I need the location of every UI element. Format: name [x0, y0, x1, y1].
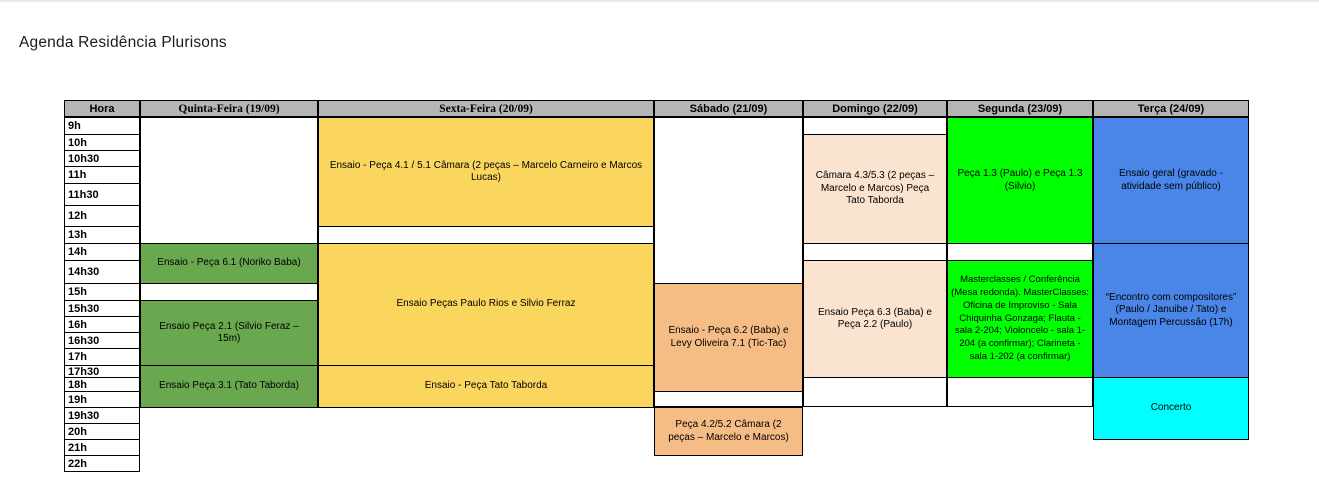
- hour-cell-19h30: 19h30: [64, 407, 140, 424]
- hour-cell-10h: 10h: [64, 134, 140, 151]
- hour-cell-15h: 15h: [64, 283, 140, 301]
- hour-cell-10h30: 10h30: [64, 150, 140, 167]
- day-header-sexta: Sexta-Feira (20/09): [318, 100, 654, 117]
- hour-cell-19h: 19h: [64, 391, 140, 408]
- hour-cell-11h30: 11h30: [64, 183, 140, 206]
- day-header-sabado: Sábado (21/09): [654, 100, 803, 117]
- event-cell-segunda-11: Masterclasses / Conferência (Mesa redond…: [947, 260, 1093, 378]
- hour-cell-15h30: 15h30: [64, 300, 140, 317]
- hour-cell-20h: 20h: [64, 423, 140, 440]
- event-cell-quinta-0: Ensaio - Peça 6.1 (Noriko Baba): [140, 243, 318, 284]
- event-cell-sabado-7: Peça 4.2/5.2 Câmara (2 peças – Marcelo e…: [654, 407, 803, 456]
- event-cell-quinta-2: Ensaio Peça 3.1 (Tato Taborda): [140, 365, 318, 408]
- hour-cell-11h: 11h: [64, 166, 140, 184]
- hour-cell-14h: 14h: [64, 243, 140, 261]
- hour-cell-16h: 16h: [64, 316, 140, 333]
- hour-cell-17h: 17h: [64, 348, 140, 366]
- page-title: Agenda Residência Plurisons: [19, 34, 227, 51]
- day-header-domingo: Domingo (22/09): [803, 100, 947, 117]
- day-header-segunda: Segunda (23/09): [947, 100, 1093, 117]
- event-cell-quinta-1: Ensaio Peça 2.1 (Silvio Feraz –15m): [140, 300, 318, 366]
- event-cell-domingo-8: Câmara 4.3/5.3 (2 peças – Marcelo e Marc…: [803, 134, 947, 244]
- event-cell-sexta-4: Ensaio Peças Paulo Rios e Silvio Ferraz: [318, 243, 654, 366]
- event-cell-terca-13: “Encontro com compositores” (Paulo / Jan…: [1093, 243, 1249, 378]
- hour-cell-18h: 18h: [64, 377, 140, 392]
- event-cell-sexta-5: Ensaio - Peça Tato Taborda: [318, 365, 654, 408]
- hour-cell-22h: 22h: [64, 455, 140, 472]
- hour-cell-12h: 12h: [64, 205, 140, 227]
- hour-cell-13h: 13h: [64, 226, 140, 244]
- event-cell-sexta-3: Ensaio - Peça 4.1 / 5.1 Câmara (2 peças …: [318, 117, 654, 227]
- event-cell-terca-12: Ensaio geral (gravado - atividade sem pú…: [1093, 117, 1249, 244]
- hour-cell-16h30: 16h30: [64, 332, 140, 349]
- event-cell-domingo-9: Ensaio Peça 6.3 (Baba) e Peça 2.2 (Paulo…: [803, 260, 947, 378]
- hour-cell-21h: 21h: [64, 439, 140, 456]
- window-top-edge: [0, 0, 1319, 2]
- event-cell-terca-14: Concerto: [1093, 377, 1249, 440]
- event-cell-sabado-6: Ensaio - Peça 6.2 (Baba) e Levy Oliveira…: [654, 283, 803, 392]
- event-cell-segunda-10: Peça 1.3 (Paulo) e Peça 1.3 (Silvio): [947, 117, 1093, 244]
- hour-cell-9h: 9h: [64, 117, 140, 135]
- day-header-quinta: Quinta-Feira (19/09): [140, 100, 318, 117]
- hora-header: Hora: [64, 100, 140, 117]
- hour-cell-14h30: 14h30: [64, 260, 140, 284]
- day-header-terca: Terça (24/09): [1093, 100, 1249, 117]
